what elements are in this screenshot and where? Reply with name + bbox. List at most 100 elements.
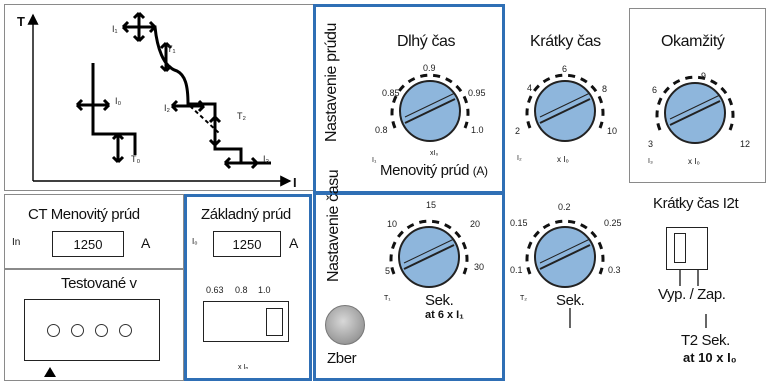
instant-scale-0: 3 <box>648 139 654 149</box>
i2t-note-1: T2 Sek. <box>681 332 730 349</box>
t2-adjust-icon <box>208 115 222 147</box>
instant-scale-3: 12 <box>740 139 751 149</box>
long-delay-scale-2: 15 <box>426 200 437 210</box>
marker-t0: T₀ <box>131 154 141 164</box>
base-current-title: Základný prúd <box>201 206 291 223</box>
i2-adjust-icon <box>170 99 206 113</box>
i2t-connector-lines <box>569 270 707 328</box>
short-time-dial[interactable] <box>532 78 598 144</box>
short-delay-scale-4: 0.3 <box>608 265 621 275</box>
instant-knob[interactable] <box>662 80 728 146</box>
base-switch-scale-0: 0.63 <box>206 285 224 295</box>
base-switch-scale-1: 0.8 <box>235 285 248 295</box>
short-scale-4: 10 <box>607 126 618 136</box>
test-connector[interactable] <box>24 299 160 361</box>
rated-current-label: Menovitý prúd (A) <box>380 162 488 179</box>
ct-unit: A <box>141 235 151 251</box>
short-delay-mark: T₂ <box>520 295 527 302</box>
long-scale-3: 0.95 <box>468 88 486 98</box>
short-delay-scale-0: 0.1 <box>510 265 523 275</box>
instant-scale-1: 6 <box>652 85 658 95</box>
base-current-field[interactable]: 1250 <box>213 231 281 257</box>
long-delay-scale-3: 20 <box>470 219 481 229</box>
marker-i1: I₁ <box>112 24 118 34</box>
long-delay-note: at 6 x I₁ <box>425 309 464 321</box>
long-scale-2: 0.9 <box>423 63 436 73</box>
i2t-switch-slider[interactable] <box>674 233 686 263</box>
tested-title: Testované v <box>61 275 137 292</box>
current-settings-label: Nastavenie prúdu <box>323 22 340 142</box>
ct-rated-current-field[interactable]: 1250 <box>52 231 124 257</box>
short-time-unit: x I₀ <box>557 155 569 164</box>
collect-button-label: Zber <box>327 350 357 367</box>
long-scale-4: 1.0 <box>471 125 484 135</box>
long-time-prefix: I₁ <box>372 157 377 164</box>
short-scale-3: 8 <box>602 84 608 94</box>
long-time-ticks <box>390 73 470 129</box>
short-time-knob[interactable] <box>532 78 598 144</box>
trip-curve-box: T I I₁ T₁ I₀ T₀ I₂ T₂ I₃ <box>4 4 314 191</box>
ct-box <box>4 194 184 270</box>
marker-t2: T₂ <box>237 111 246 121</box>
short-delay-knob[interactable] <box>532 224 598 290</box>
marker-i0: I₀ <box>115 96 122 106</box>
short-time-mark: I₂ <box>517 155 522 162</box>
i0-adjust-icon <box>75 98 111 112</box>
time-settings-label: Nastavenie času <box>325 169 342 282</box>
base-current-selector[interactable] <box>203 301 289 342</box>
long-delay-scale-4: 30 <box>474 262 485 272</box>
time-settings-box <box>313 192 505 381</box>
triangle-marker-icon <box>44 367 56 377</box>
long-time-unit: xI₀ <box>430 150 439 157</box>
short-scale-0: 2 <box>515 126 521 136</box>
collect-button[interactable] <box>325 305 365 345</box>
instant-dial[interactable] <box>662 80 728 146</box>
test-port-2[interactable] <box>71 324 84 337</box>
instant-scale-2: 9 <box>701 71 707 81</box>
test-port-1[interactable] <box>47 324 60 337</box>
instant-mark: I₃ <box>648 158 653 165</box>
i2t-title: Krátky čas I2t <box>653 195 739 212</box>
long-time-dial[interactable] <box>397 78 463 144</box>
long-delay-scale-1: 10 <box>387 219 398 229</box>
i2t-note-2: at 10 x I₀ <box>683 350 737 365</box>
time-axis-label: T <box>17 14 25 29</box>
t0-adjust-icon <box>111 132 125 164</box>
long-scale-0: 0.8 <box>375 125 388 135</box>
base-current-box <box>184 194 312 381</box>
short-time-title: Krátky čas <box>530 33 601 50</box>
base-switch-scale-2: 1.0 <box>258 285 271 295</box>
t1-adjust-icon <box>159 41 173 73</box>
long-time-knob[interactable] <box>397 78 463 144</box>
i2t-switch[interactable] <box>666 227 708 270</box>
base-current-selector-slider[interactable] <box>266 308 283 336</box>
test-port-3[interactable] <box>95 324 108 337</box>
short-scale-2: 6 <box>562 64 568 74</box>
base-current-prefix: I₀ <box>192 237 198 246</box>
i3-adjust-icon <box>223 156 259 170</box>
tested-box <box>4 268 184 381</box>
instant-title: Okamžitý <box>661 33 725 50</box>
long-delay-knob[interactable] <box>396 224 462 290</box>
instant-unit: x I₀ <box>688 157 700 166</box>
ct-title: CT Menovitý prúd <box>28 206 140 223</box>
i1-adjust-icon <box>121 11 157 43</box>
base-switch-unit: x Iₙ <box>238 364 249 371</box>
i2t-switch-label: Vyp. / Zap. <box>658 286 726 303</box>
short-delay-dial[interactable] <box>532 224 598 290</box>
marker-i2: I₂ <box>164 103 170 113</box>
short-delay-scale-1: 0.15 <box>510 218 528 228</box>
instant-box <box>629 8 766 183</box>
long-delay-dial[interactable] <box>396 224 462 290</box>
short-delay-scale-2: 0.2 <box>558 202 571 212</box>
short-delay-scale-3: 0.25 <box>604 218 622 228</box>
long-delay-scale-0: 5 <box>385 266 391 276</box>
short-scale-1: 4 <box>527 83 533 93</box>
long-time-title: Dlhý čas <box>397 33 456 50</box>
test-port-4[interactable] <box>119 324 132 337</box>
short-delay-unit: Sek. <box>556 292 585 309</box>
current-axis-label: I <box>293 175 297 190</box>
marker-i3: I₃ <box>263 154 270 164</box>
marker-t1: T₁ <box>167 44 176 54</box>
